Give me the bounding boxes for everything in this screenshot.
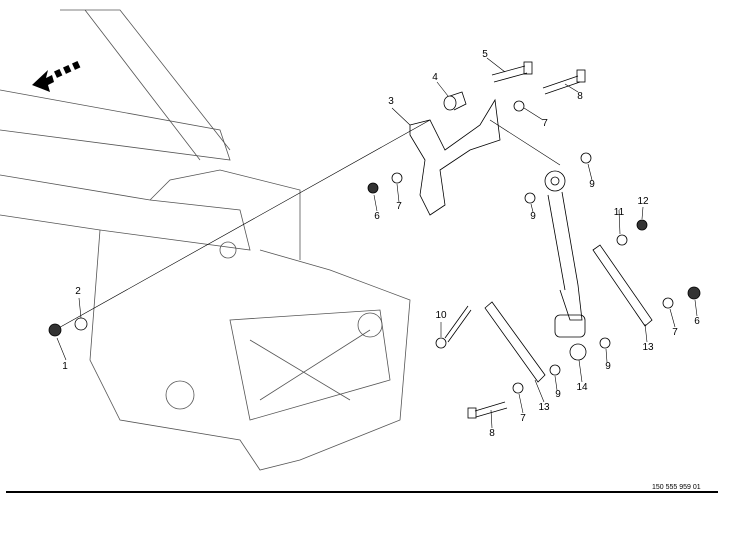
callout-7: 7: [542, 118, 548, 129]
nuts: [48, 182, 701, 337]
shock-absorber: [544, 170, 587, 361]
callout-7: 7: [520, 413, 526, 424]
callout-7: 7: [672, 327, 678, 338]
callout-3: 3: [388, 96, 394, 107]
washers: [74, 100, 674, 394]
callout-11: 11: [613, 207, 625, 218]
direction-arrow-icon: [32, 61, 81, 92]
callout-8: 8: [577, 91, 583, 102]
callout-7: 7: [396, 201, 402, 212]
callout-13: 13: [538, 402, 550, 413]
callout-9: 9: [605, 361, 611, 372]
callout-12: 12: [637, 196, 649, 207]
frame: [0, 9, 411, 471]
callout-9: 9: [530, 211, 536, 222]
callout-4: 4: [432, 72, 438, 83]
footer-rule: [6, 491, 718, 493]
callout-2: 2: [75, 286, 81, 297]
callout-1: 1: [62, 361, 68, 372]
callout-13: 13: [642, 342, 654, 353]
callout-10: 10: [435, 310, 447, 321]
callout-14: 14: [576, 382, 588, 393]
callout-6: 6: [374, 211, 380, 222]
callout-6: 6: [694, 316, 700, 327]
callout-8: 8: [489, 428, 495, 439]
callout-9: 9: [589, 179, 595, 190]
callout-9: 9: [555, 389, 561, 400]
drawing-number: 150 555 959 01: [652, 484, 701, 491]
callout-5: 5: [482, 49, 488, 60]
